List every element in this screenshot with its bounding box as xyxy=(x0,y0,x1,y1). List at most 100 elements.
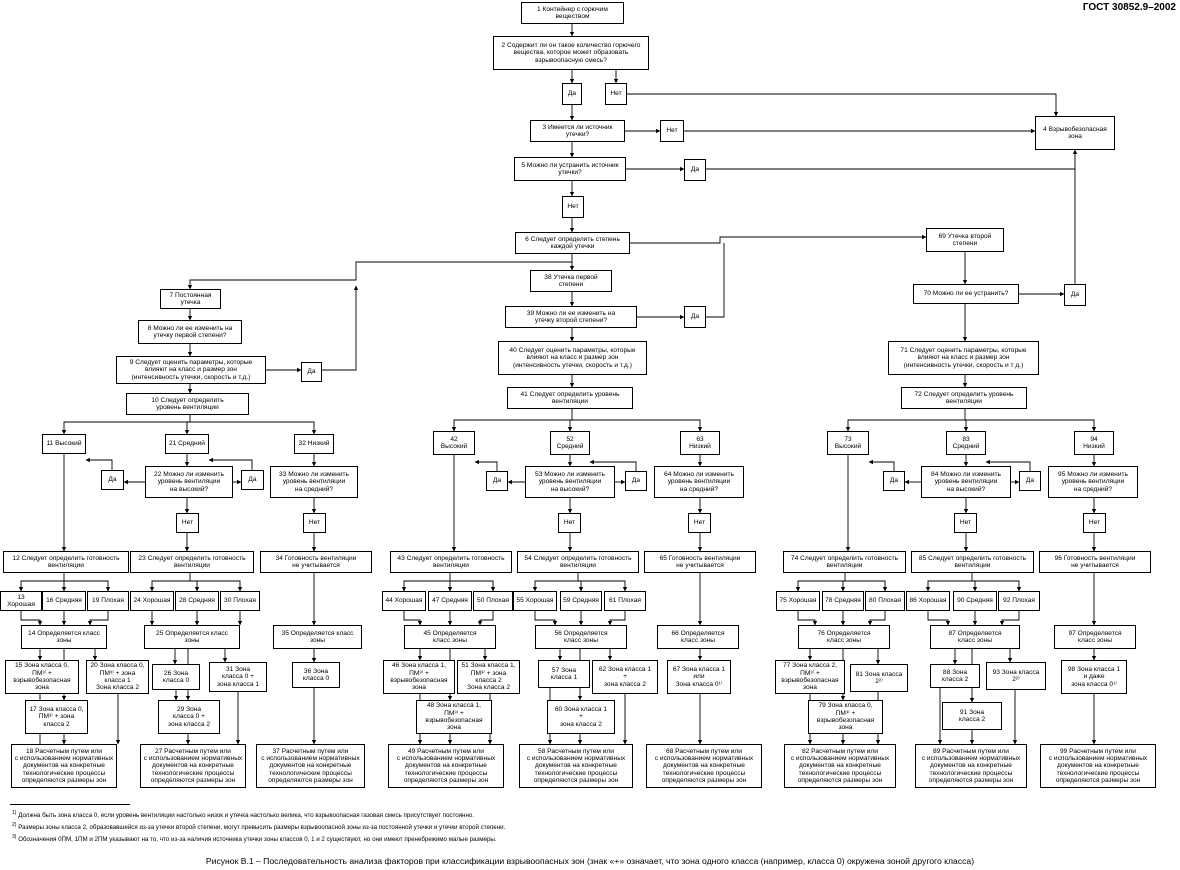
flow-box-40: 40 Следует оценить параметры, которые вл… xyxy=(498,341,647,375)
flow-box-37: 37 Расчетным путем или с использованием … xyxy=(256,744,365,788)
flow-box-31: 31 Зона класса 0 + зона класса 1 xyxy=(209,662,267,692)
flow-box-59: 59 Средняя xyxy=(560,591,602,611)
figure-caption: Рисунок В.1 – Последовательность анализа… xyxy=(205,856,975,866)
flow-box-95: 95 Можно ли изменить уровень вентиляции … xyxy=(1048,466,1138,498)
connector xyxy=(322,285,359,371)
connector xyxy=(184,421,190,435)
flow-box-20: 20 Зона класса 0, ПМ³⁾ + зона класса 1 З… xyxy=(86,660,149,694)
flow-box-66: 66 Определяется класс зоны xyxy=(657,625,739,649)
flow-box-no: Нет xyxy=(562,196,584,218)
flow-box-11: 11 Высокий xyxy=(42,434,86,454)
footnote: 2) Размеры зоны класса 2, образовавшейся… xyxy=(12,822,506,832)
footnote-divider xyxy=(10,804,130,805)
flow-box-14: 14 Определяется класс зоны xyxy=(21,625,107,649)
connector xyxy=(985,459,1031,471)
connector xyxy=(20,611,43,626)
connector xyxy=(589,459,637,471)
flow-box-87: 87 Определяется класс зоны xyxy=(930,625,1020,649)
flow-box-45: 45 Определяется класс зоны xyxy=(404,625,496,649)
flow-box-44: 44 Хорошая xyxy=(382,591,426,611)
flow-box-yes: Да xyxy=(625,471,647,491)
flow-box-80: 80 Плохая xyxy=(865,591,905,611)
flow-box-no: Нет xyxy=(1083,513,1106,533)
flow-box-yes: Да xyxy=(1019,471,1041,491)
flow-box-no: Нет xyxy=(688,513,711,533)
connector xyxy=(451,409,573,432)
connector xyxy=(403,611,423,626)
flow-box-96: 96 Готовность вентиляции не учитывается xyxy=(1039,551,1151,573)
flow-box-yes: Да xyxy=(486,471,508,491)
flow-box-no: Нет xyxy=(605,83,627,105)
connector xyxy=(845,580,888,592)
flow-box-55: 55 Хорошая xyxy=(513,591,557,611)
connector xyxy=(963,419,969,432)
connector xyxy=(927,611,951,626)
flow-box-93: 93 Зона класса 2²⁾ xyxy=(986,662,1046,690)
flow-box-74: 74 Следует определить готовность вентиля… xyxy=(783,551,906,573)
connector xyxy=(18,573,65,592)
connector xyxy=(845,409,966,432)
flow-box-90: 90 Средняя xyxy=(953,591,997,611)
flow-box-30: 30 Плохая xyxy=(220,591,260,611)
flow-box-15: 15 Зона класса 0, ПМ³⁾ + взрывобезопасна… xyxy=(5,660,79,694)
flow-box-38: 38 Утечка первой степени xyxy=(530,270,612,292)
flow-box-81: 81 Зона класса 2²⁾ xyxy=(850,664,908,692)
flow-box-19: 19 Плохая xyxy=(87,591,129,611)
flow-box-47: 47 Средняя xyxy=(428,591,472,611)
flow-box-no: Нет xyxy=(660,120,684,142)
flow-box-48: 48 Зона класса 1, ПМ³⁾ + взрывобезопасна… xyxy=(416,700,492,734)
flow-box-24: 24 Хорошая xyxy=(130,591,174,611)
flow-box-84: 84 Можно ли изменить уровень вентиляции … xyxy=(921,466,1011,498)
connector xyxy=(87,611,109,626)
flow-box-97: 97 Определяется класс зоны xyxy=(1054,625,1136,649)
flow-box-86: 86 Хорошая xyxy=(906,591,950,611)
flow-box-39: 39 Можно ли ее изменить на утечку второй… xyxy=(505,306,637,328)
connector xyxy=(630,234,927,244)
connector xyxy=(208,457,253,470)
flow-box-41: 41 Следует определить уровень вентиляции xyxy=(507,387,633,409)
flow-box-51: 51 Зона класса 1, ПМ³⁾ + зона класса 2 З… xyxy=(457,660,520,694)
connector xyxy=(627,93,1059,117)
connector xyxy=(607,611,626,626)
flow-box-50: 50 Плохая xyxy=(473,591,513,611)
connector xyxy=(706,149,1078,170)
flow-box-12: 12 Следует определить готовность вентиля… xyxy=(3,551,129,573)
connector xyxy=(567,419,573,432)
connector xyxy=(190,580,243,592)
flow-box-6: 6 Следует определить степень каждой утеч… xyxy=(515,232,630,254)
flow-box-43: 43 Следует определить готовность вентиля… xyxy=(390,551,512,573)
connector xyxy=(450,580,496,592)
flow-box-8: 8 Можно ли ее изменить на утечку первой … xyxy=(138,320,242,344)
flow-box-42: 42 Высокий xyxy=(433,431,475,455)
connector xyxy=(795,573,846,592)
flow-box-17: 17 Зона класса 0, ПМ³⁾ + зона класса 2 xyxy=(25,700,88,734)
flow-box-33: 33 Можно ли изменить уровень вентиляции … xyxy=(270,466,358,498)
flow-box-73: 73 Высокий xyxy=(827,431,869,455)
flow-box-13: 13 Хорошая xyxy=(0,591,42,611)
connector xyxy=(925,573,973,592)
flow-box-62: 62 Зона класса 1 + зона класса 2 xyxy=(592,660,658,694)
connector xyxy=(190,421,317,435)
flow-box-53: 53 Можно ли изменить уровень вентиляции … xyxy=(525,466,615,498)
flow-box-85: 85 Следует определить готовность вентиля… xyxy=(911,551,1034,573)
flow-box-34: 34 Готовность вентиляции не учитывается xyxy=(260,551,372,573)
flow-box-69: 69 Утечка второй степени xyxy=(926,228,1004,252)
flow-box-75: 75 Хорошая xyxy=(776,591,820,611)
flow-box-77: 77 Зона класса 2, ПМ³⁾ + взрывобезопасна… xyxy=(775,660,845,694)
flow-box-83: 83 Средний xyxy=(946,431,986,455)
flow-box-no: Нет xyxy=(954,513,977,533)
connector xyxy=(187,261,572,290)
flow-box-49: 49 Расчетным путем или с использованием … xyxy=(388,744,504,788)
flow-box-4: 4 Взрывобезопасная зона xyxy=(1035,116,1115,150)
flow-box-58: 58 Расчетным путем или с использованием … xyxy=(519,744,633,788)
flow-box-64: 64 Можно ли изменить уровень вентиляции … xyxy=(654,466,744,498)
flow-box-52: 52 Средний xyxy=(550,431,590,455)
flow-box-16: 16 Средняя xyxy=(42,591,86,611)
flow-box-36: 36 Зона класса 0 xyxy=(292,662,340,688)
flow-box-94: 94 Низкий xyxy=(1074,431,1114,455)
flow-box-21: 21 Средний xyxy=(165,434,209,454)
connector xyxy=(578,580,584,592)
connector xyxy=(85,457,113,470)
